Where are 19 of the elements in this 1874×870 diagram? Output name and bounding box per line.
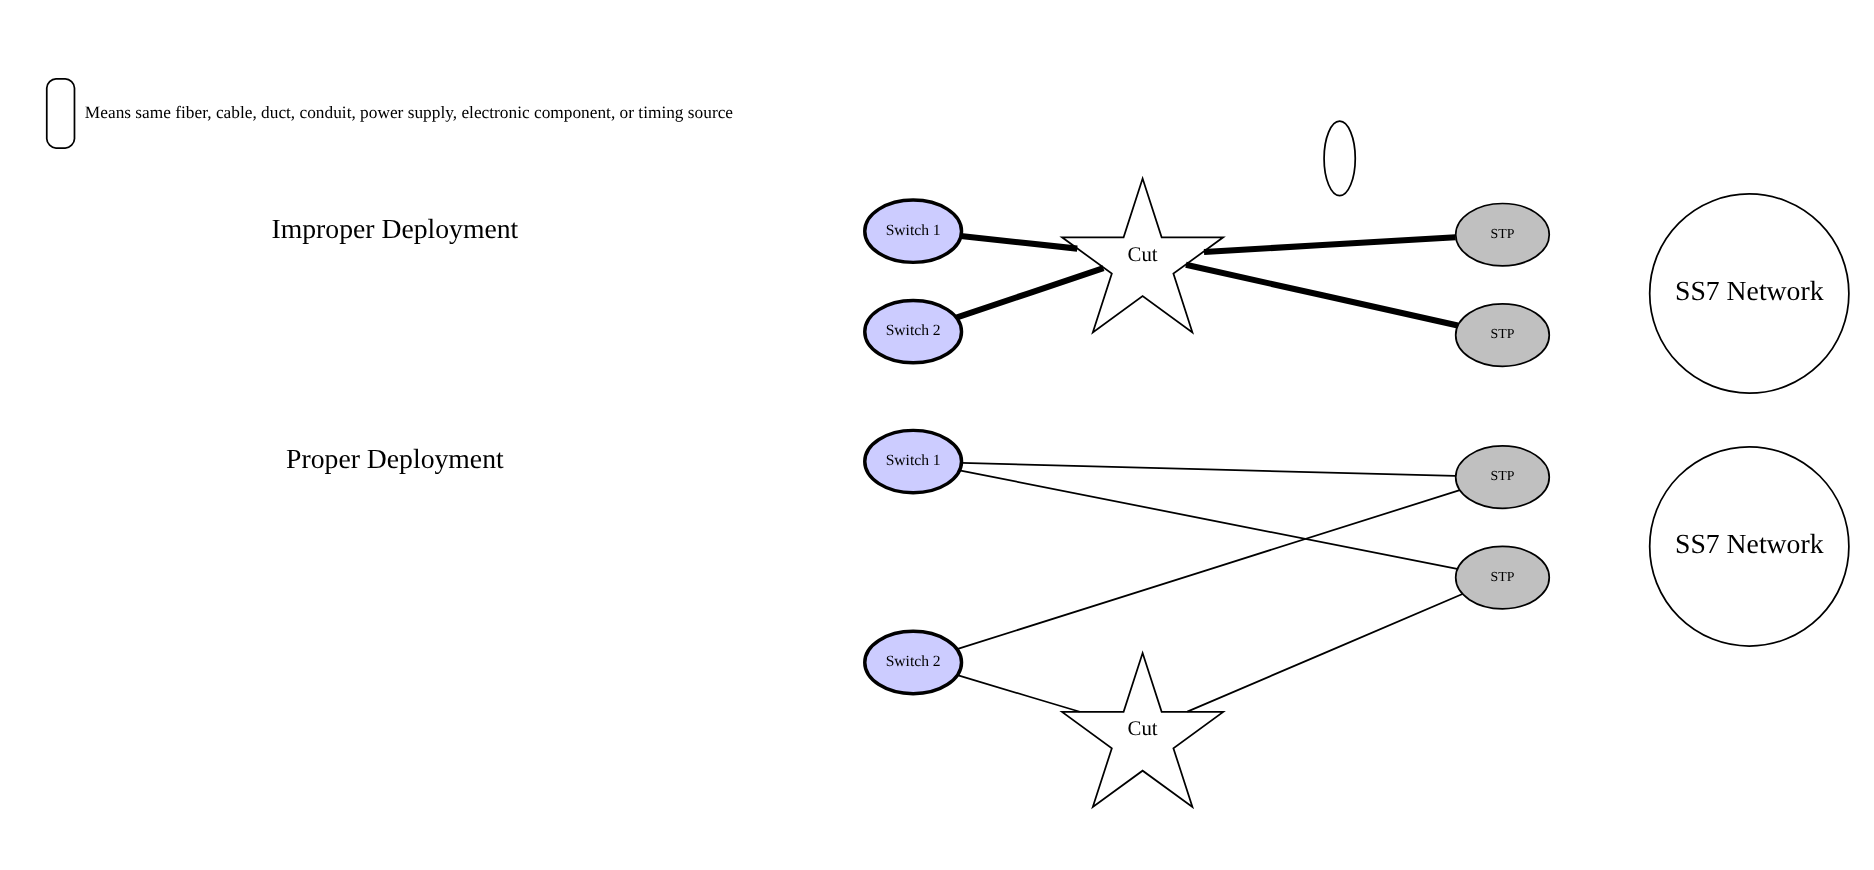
node-circle: SS7 Network [1648, 444, 1850, 646]
connector [960, 232, 1078, 251]
label: Proper Deployment [286, 443, 504, 474]
node-ellipse [1323, 119, 1357, 196]
connector [958, 468, 1458, 569]
connector [960, 460, 1456, 476]
label: Improper Deployment [271, 212, 519, 243]
connector [956, 673, 1081, 712]
connector [956, 488, 1461, 650]
node-ellipse: Switch 1 [863, 427, 964, 494]
connector [1185, 260, 1459, 328]
node-ellipse: Switch 2 [863, 628, 964, 695]
connector [955, 264, 1105, 320]
node-circle: SS7 Network [1648, 192, 1850, 393]
node-ellipse: Switch 2 [863, 297, 964, 364]
legend-label: Means same fiber, cable, duct, conduit, power supply, electronic component, or timing source [84, 100, 734, 121]
node-ellipse: Switch 1 [863, 197, 964, 264]
connector [1203, 233, 1456, 254]
connector [1186, 592, 1464, 712]
